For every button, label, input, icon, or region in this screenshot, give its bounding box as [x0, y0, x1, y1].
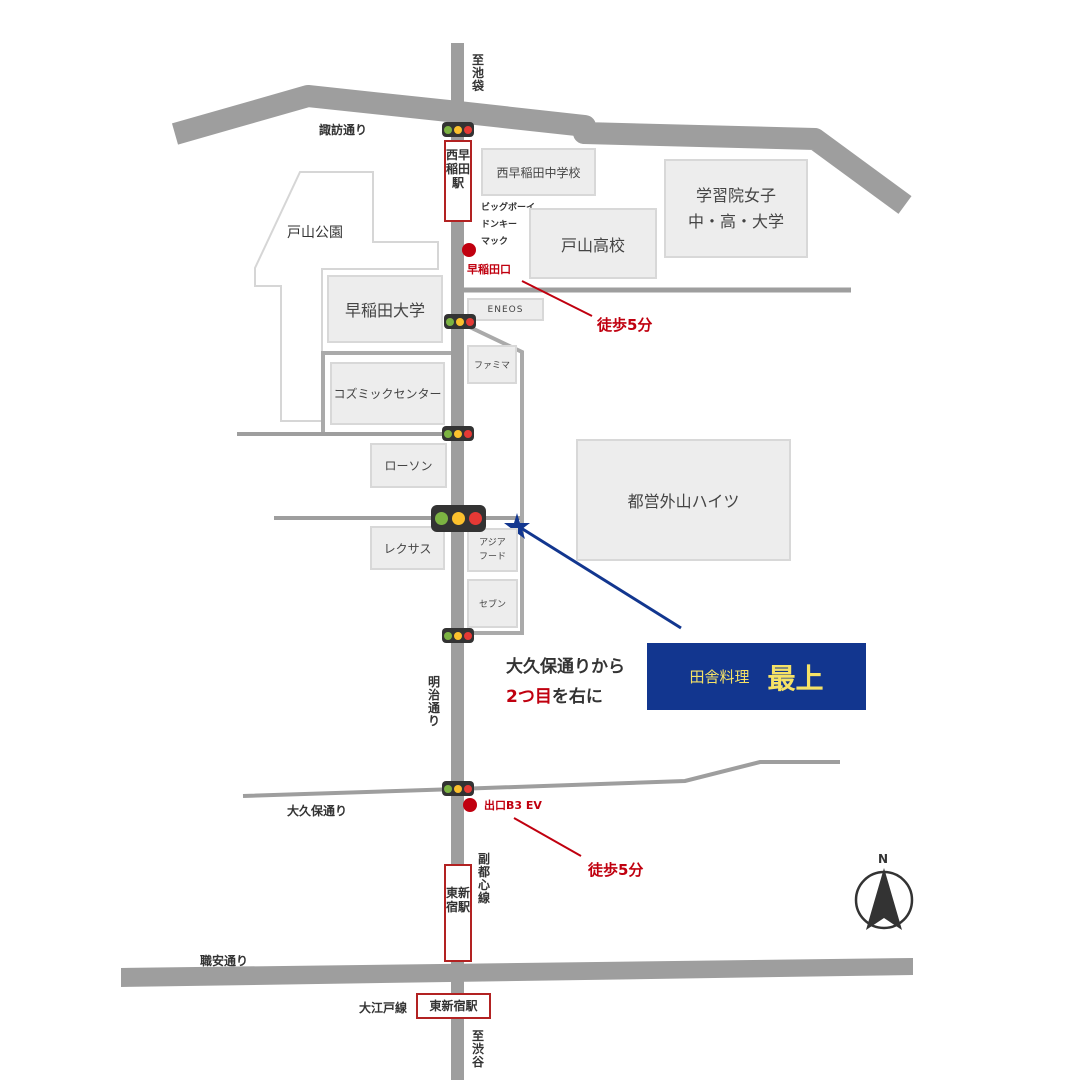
- nishi-waseda-station: 西早稲田駅: [444, 140, 472, 222]
- route-instructions: 大久保通りから 2つ目を右に: [506, 652, 625, 712]
- compass-icon: [854, 868, 914, 930]
- waseda-exit-label: 早稲田口: [467, 263, 511, 276]
- oedo-line-label: 大江戸線: [359, 1001, 408, 1015]
- walk-line-south: [513, 817, 582, 857]
- higashi-shinjuku-station: 東新宿駅: [444, 864, 472, 962]
- suwa-street: [171, 85, 912, 214]
- toyama-park-area: [254, 171, 439, 422]
- route-line-1: 大久保通りから: [506, 657, 625, 677]
- restaurant-subtitle: 田舎料理: [689, 668, 750, 686]
- walk-line-north: [521, 280, 593, 317]
- waseda-university: 早稲田大学: [327, 275, 443, 343]
- fukutoshin-line-label: 副都心線: [477, 852, 490, 905]
- waseda-exit-marker: [462, 243, 476, 257]
- route-rest: を右に: [551, 687, 603, 707]
- okubo-street: [242, 760, 840, 798]
- toyama-hs: 戸山高校: [529, 208, 657, 279]
- restaurant-sign: 田舎料理 最上: [647, 643, 866, 710]
- shokuan-street: [121, 958, 913, 987]
- familymart: ファミマ: [467, 345, 517, 384]
- suwa-street-label: 諏訪通り: [319, 123, 368, 137]
- lexus: レクサス: [370, 526, 445, 570]
- traffic-signal-icon: [444, 314, 476, 329]
- b3-exit-label: 出口B3 EV: [484, 799, 542, 812]
- restaurant-name: 最上: [767, 661, 824, 695]
- nishi-waseda-jhs: 西早稲田中学校: [481, 148, 596, 196]
- meiji-street-label: 明治通り: [427, 675, 440, 728]
- route-line-2: 2つ目を右に: [506, 682, 625, 712]
- b3-exit-marker: [463, 798, 477, 812]
- lawson: ローソン: [370, 443, 447, 488]
- traffic-signal-icon: [442, 426, 474, 441]
- traffic-signal-icon: [442, 781, 474, 796]
- higashi-shinjuku-oedo-station: 東新宿駅: [416, 993, 491, 1019]
- eneos-station: ENEOS: [467, 298, 544, 321]
- cosmic-block-outline: [321, 351, 457, 434]
- gakushuin-school: 学習院女子中・高・大学: [664, 159, 808, 258]
- traffic-signal-icon: [442, 628, 474, 643]
- loop-street: [456, 319, 524, 635]
- meiji-street: [451, 43, 464, 1080]
- cosmic-center: コズミックセンター: [330, 362, 445, 425]
- direction-south-label: 至渋谷: [471, 1029, 484, 1069]
- asia-food: アジアフード: [467, 528, 518, 572]
- shokuan-street-label: 職安通り: [200, 954, 249, 968]
- toyama-heights: 都営外山ハイツ: [576, 439, 791, 561]
- big-boy-label: ビッグボーイドンキーマック: [481, 203, 536, 247]
- walk-time-north: 徒歩5分: [597, 316, 653, 334]
- route-highlight: 2つ目: [506, 687, 552, 707]
- toyama-park-label: 戸山公園: [287, 225, 343, 241]
- okubo-street-label: 大久保通り: [287, 804, 348, 818]
- traffic-signal-icon: [442, 122, 474, 137]
- compass-north-label: N: [878, 852, 889, 866]
- restaurant-pointer-line: [520, 526, 682, 630]
- restaurant-star-icon: [504, 513, 530, 539]
- direction-north-label: 至池袋: [471, 53, 484, 93]
- walk-time-south: 徒歩5分: [588, 861, 644, 879]
- seven-eleven: セブン: [467, 579, 518, 628]
- traffic-signal-large-icon: [431, 505, 486, 532]
